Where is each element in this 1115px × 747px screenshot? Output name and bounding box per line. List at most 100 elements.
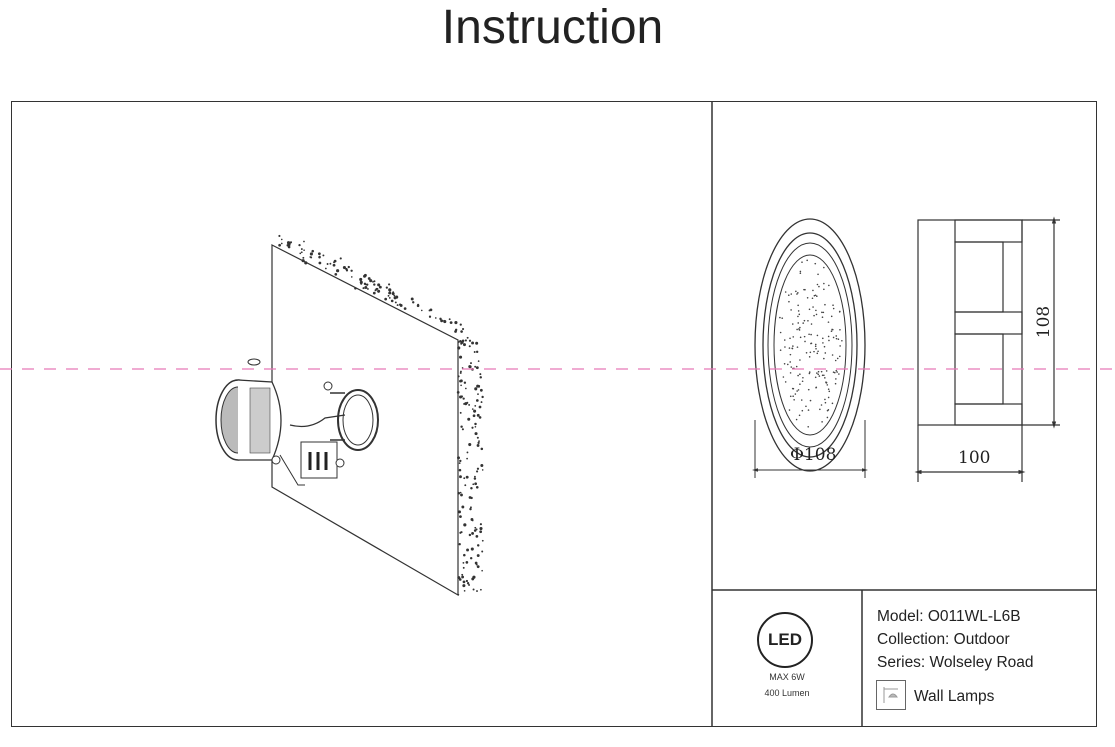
speckle: [479, 373, 482, 376]
diffuser-texture: [828, 284, 830, 287]
diffuser-texture: [788, 300, 790, 303]
speckle: [474, 432, 478, 436]
speckle: [347, 265, 350, 269]
speckle: [298, 244, 301, 247]
speckle: [469, 506, 472, 509]
speckle: [474, 425, 477, 428]
speckle: [481, 550, 484, 553]
diffuser-texture: [799, 359, 801, 361]
speckle: [476, 544, 480, 547]
diffuser-texture: [801, 409, 804, 412]
diffuser-texture: [824, 303, 826, 306]
diffuser-texture: [797, 389, 800, 391]
speckle: [472, 483, 475, 486]
diffuser-texture: [817, 373, 820, 376]
speckle: [463, 589, 466, 592]
diffuser-texture: [810, 333, 812, 336]
speckle: [474, 422, 477, 426]
diffuser-texture: [838, 373, 840, 375]
speckle: [289, 241, 292, 244]
speckle: [471, 519, 474, 522]
speckle: [373, 280, 376, 283]
lamp-body: [215, 379, 282, 461]
speckle: [336, 269, 340, 273]
diffuser-texture: [834, 382, 837, 385]
speckle: [317, 252, 321, 256]
diffuser-texture: [827, 321, 830, 323]
speckle: [460, 395, 464, 398]
speckle: [367, 288, 369, 290]
diffuser-texture: [822, 342, 824, 344]
speckle: [468, 584, 470, 586]
speckle: [333, 259, 337, 263]
speckle: [391, 292, 395, 296]
diffuser-texture: [789, 361, 792, 363]
diffuser-texture: [789, 337, 791, 340]
speckle: [476, 590, 478, 593]
diffuser-texture: [799, 270, 802, 273]
diffuser-texture: [817, 370, 820, 373]
diffuser-texture: [827, 335, 830, 338]
diffuser-texture: [789, 353, 792, 356]
speckle: [378, 285, 382, 289]
speckle: [299, 252, 302, 255]
lumen: 400 Lumen: [764, 688, 810, 698]
speckle: [463, 381, 467, 384]
diffuser-texture: [802, 322, 805, 324]
depth-label: 100: [958, 448, 991, 468]
speckle: [372, 291, 376, 295]
diffuser-texture: [789, 395, 792, 398]
diffuser-texture: [807, 388, 810, 391]
diffuser-texture: [801, 261, 803, 263]
speckle: [373, 283, 376, 286]
speckle: [461, 573, 464, 576]
speckle: [480, 401, 483, 403]
speckle: [385, 286, 388, 289]
speckle: [459, 370, 462, 373]
speckle: [367, 277, 371, 280]
speckle: [459, 379, 463, 383]
step-marker-1: [323, 381, 333, 391]
diffuser-texture: [817, 350, 819, 353]
wall-lamp-icon: [876, 680, 906, 710]
speckle: [460, 493, 463, 497]
diffuser-texture: [823, 288, 825, 291]
speckle: [332, 263, 336, 267]
speckle: [412, 301, 415, 304]
diffuser-texture: [788, 347, 791, 349]
led-label: LED: [768, 630, 802, 649]
speckle: [334, 272, 338, 276]
speckle: [478, 405, 482, 409]
diffuser-texture: [796, 346, 799, 348]
speckle: [318, 261, 322, 265]
diameter-label: Φ108: [790, 445, 837, 465]
diffuser-texture: [816, 283, 819, 286]
diffuser-texture: [799, 373, 801, 376]
speckle: [465, 475, 469, 479]
diffuser-texture: [808, 371, 811, 373]
speckle: [302, 256, 305, 259]
diffuser-texture: [823, 374, 825, 377]
speckle: [364, 283, 367, 286]
speckle: [300, 248, 303, 251]
speckle: [287, 245, 291, 249]
diffuser-texture: [832, 336, 835, 339]
diffuser-texture: [830, 330, 833, 333]
speckle: [300, 251, 303, 254]
speckle: [393, 294, 396, 297]
diffuser-texture: [816, 372, 818, 374]
diffuser-texture: [807, 425, 810, 428]
speckle: [460, 384, 462, 387]
speckle: [318, 255, 321, 259]
side-view: [914, 216, 1060, 482]
page-title: Instruction: [441, 1, 664, 54]
speckle: [459, 515, 462, 518]
speckle: [350, 269, 353, 272]
speckle: [388, 283, 391, 286]
speckle: [322, 254, 325, 257]
speckle: [304, 261, 308, 265]
speckle: [342, 265, 346, 270]
diffuser-texture: [835, 369, 838, 372]
speckle: [475, 535, 479, 538]
